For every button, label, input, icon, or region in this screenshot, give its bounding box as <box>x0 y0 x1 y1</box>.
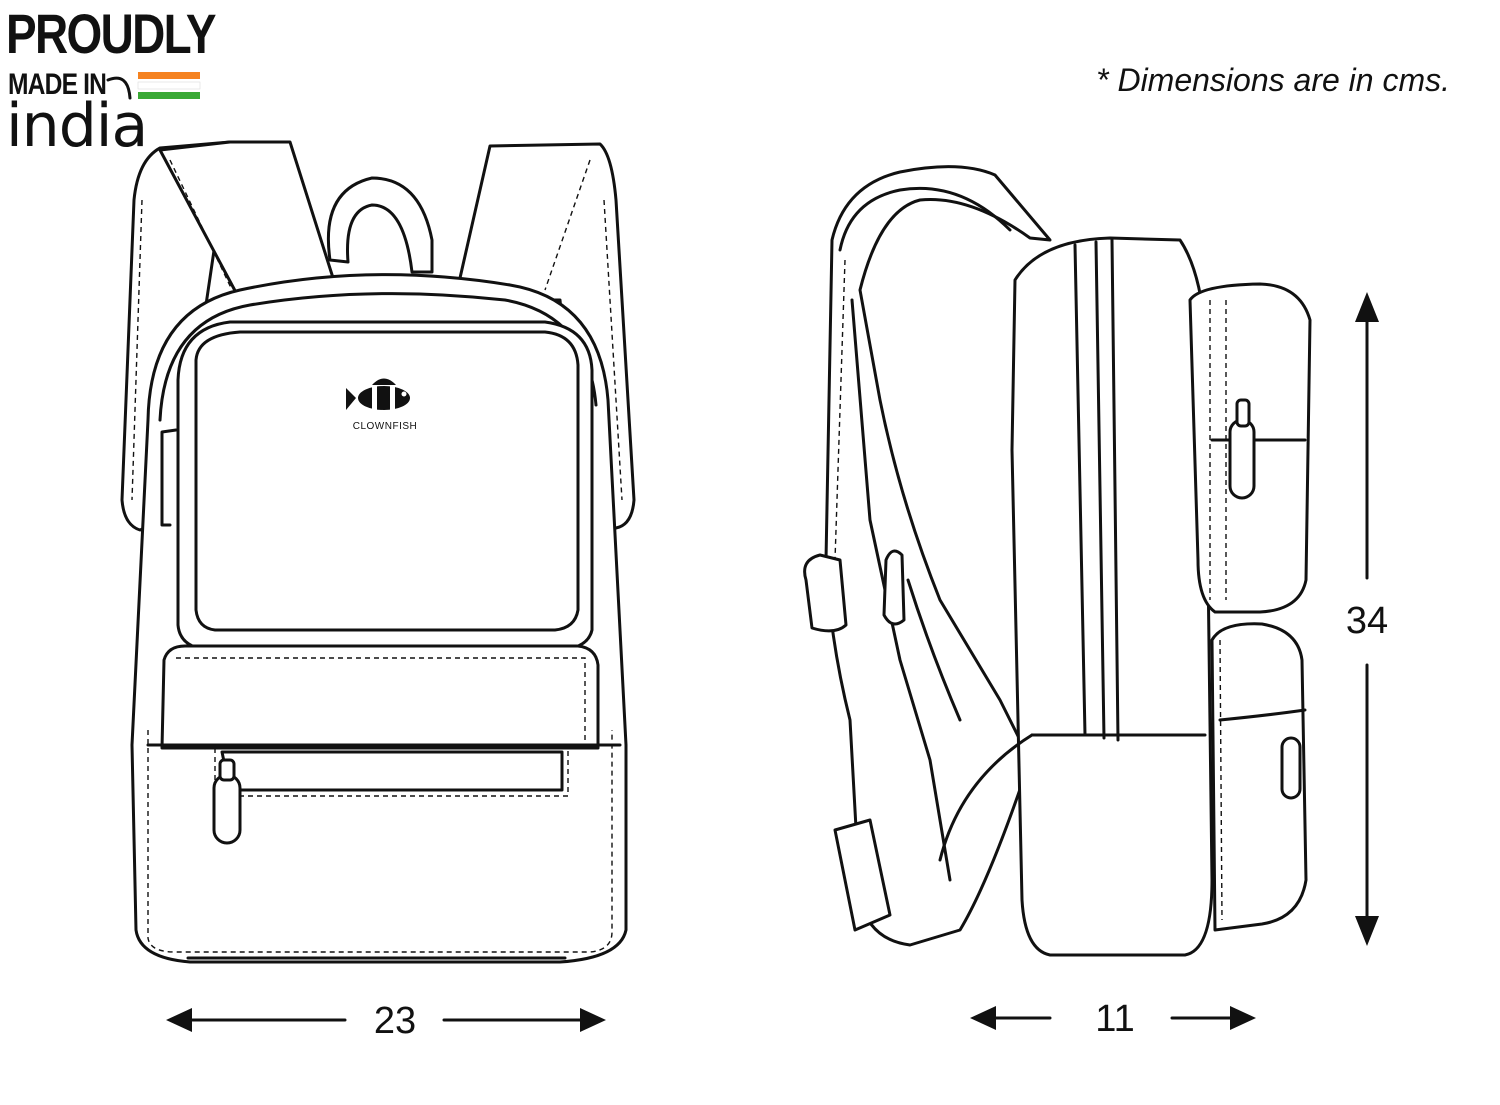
width-label: 23 <box>373 1000 417 1042</box>
front-pocket <box>160 644 600 750</box>
zipper-pull <box>212 773 242 845</box>
side-lower-pocket <box>1210 622 1308 932</box>
depth-label: 11 <box>1095 998 1135 1040</box>
badge-line-2: MADE IN <box>8 68 107 101</box>
height-label: 34 <box>1345 600 1389 642</box>
clownfish-logo-icon <box>346 378 410 410</box>
depth-arrow <box>970 1006 1256 1030</box>
badge-line-3: india <box>6 91 148 161</box>
width-arrow <box>166 1008 606 1032</box>
side-zipper-pull <box>1228 418 1256 500</box>
badge-line-1: PROUDLY <box>6 2 216 65</box>
brand-name: CLOWNFISH <box>352 421 418 432</box>
side-strap <box>824 165 1052 947</box>
strap-buckle <box>803 553 848 633</box>
height-arrow <box>1355 292 1379 946</box>
grab-handle <box>326 176 434 274</box>
dimensions-note: * Dimensions are in cms. <box>1096 62 1450 98</box>
side-view <box>803 165 1312 957</box>
front-view <box>120 140 636 964</box>
